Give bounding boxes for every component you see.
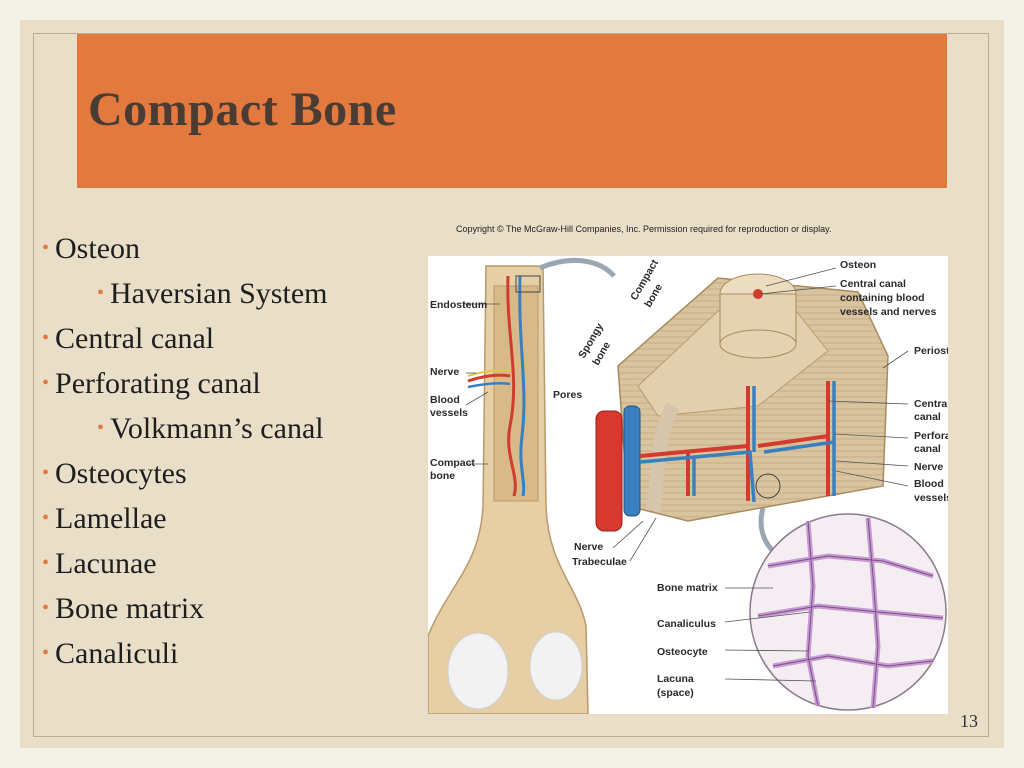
label-osteocyte: Osteocyte bbox=[657, 646, 708, 658]
bullet-text: Perforating canal bbox=[55, 367, 261, 400]
bullet-icon: • bbox=[42, 327, 50, 349]
label-lacuna: Lacuna bbox=[657, 673, 694, 685]
bullet-icon: • bbox=[42, 597, 50, 619]
label-blood-vessels-left: vessels bbox=[430, 407, 468, 419]
bullet-item: •Volkmann’s canal bbox=[42, 408, 422, 453]
copyright-notice: Copyright © The McGraw-Hill Companies, I… bbox=[456, 224, 832, 234]
label-central-canal: Central bbox=[914, 398, 948, 410]
long-bone-illustration bbox=[428, 265, 589, 714]
slide-frame bbox=[33, 33, 989, 737]
bullet-item: •Lacunae bbox=[42, 543, 422, 588]
label-blood-vessels-right: vessels bbox=[914, 492, 948, 504]
title-bar bbox=[77, 34, 947, 188]
label-bone-matrix: Bone matrix bbox=[657, 582, 718, 594]
bullet-icon: • bbox=[97, 417, 105, 439]
bullet-item: •Perforating canal bbox=[42, 363, 422, 408]
bullet-text: Lacunae bbox=[55, 547, 157, 580]
label-central-canal-containing: containing blood bbox=[840, 292, 925, 304]
label-osteon: Osteon bbox=[840, 259, 876, 271]
bullet-text: Osteocytes bbox=[55, 457, 187, 490]
micrograph-circle bbox=[749, 513, 947, 711]
bullet-icon: • bbox=[42, 237, 50, 259]
bullet-text: Osteon bbox=[55, 232, 141, 265]
bullet-icon: • bbox=[97, 282, 105, 304]
label-canaliculus: Canaliculus bbox=[657, 618, 716, 630]
label-central-canal-containing: vessels and nerves bbox=[840, 306, 936, 318]
label-periosteum: Periosteum bbox=[914, 345, 948, 357]
label-trabeculae: Trabeculae bbox=[572, 556, 627, 568]
label-perforating-canal: Perforating bbox=[914, 430, 948, 442]
label-central-canal: canal bbox=[914, 411, 941, 423]
bullet-icon: • bbox=[42, 462, 50, 484]
label-compact-bone-left: Compact bbox=[430, 457, 475, 469]
label-endosteum: Endosteum bbox=[430, 299, 487, 311]
leader-lines bbox=[463, 267, 909, 682]
label-compact-bone-left: bone bbox=[430, 470, 455, 482]
bullet-icon: • bbox=[42, 507, 50, 529]
bullet-text: Lamellae bbox=[55, 502, 167, 535]
label-perforating-canal: canal bbox=[914, 443, 941, 455]
bullet-text: Haversian System bbox=[110, 277, 328, 310]
label-nerve-right: Nerve bbox=[914, 461, 943, 473]
page-number: 13 bbox=[960, 711, 978, 731]
label-nerve-left: Nerve bbox=[430, 366, 459, 378]
bone-diagram: Endosteum Nerve Blood vessels Compact bo… bbox=[428, 256, 948, 714]
bullet-item: •Bone matrix bbox=[42, 588, 422, 633]
bullet-list: •Osteon •Haversian System •Central canal… bbox=[42, 228, 422, 678]
label-central-canal-containing: Central canal bbox=[840, 278, 906, 290]
bullet-icon: • bbox=[42, 372, 50, 394]
bullet-item: •Lamellae bbox=[42, 498, 422, 543]
label-blood-vessels-right: Blood bbox=[914, 478, 944, 490]
bone-diagram-svg: Endosteum Nerve Blood vessels Compact bo… bbox=[428, 257, 948, 714]
label-nerve-bottom: Nerve bbox=[574, 541, 603, 553]
bone-section-illustration bbox=[595, 273, 889, 532]
bullet-item: •Osteocytes bbox=[42, 453, 422, 498]
bullet-item: •Osteon bbox=[42, 228, 422, 273]
bullet-text: Volkmann’s canal bbox=[110, 412, 324, 445]
slide-title: Compact Bone bbox=[88, 83, 397, 136]
label-blood-vessels-left: Blood bbox=[430, 394, 460, 406]
bullet-icon: • bbox=[42, 642, 50, 664]
bullet-item: •Central canal bbox=[42, 318, 422, 363]
bullet-text: Central canal bbox=[55, 322, 215, 355]
bullet-item: •Haversian System bbox=[42, 273, 422, 318]
bullet-item: •Canaliculi bbox=[42, 633, 422, 678]
label-pores: Pores bbox=[553, 389, 582, 401]
bullet-icon: • bbox=[42, 552, 50, 574]
label-lacuna: (space) bbox=[657, 687, 694, 699]
zoom-arrow-top bbox=[539, 257, 616, 278]
zoom-arrow-bottom bbox=[758, 507, 775, 553]
bullet-text: Bone matrix bbox=[55, 592, 205, 625]
bullet-text: Canaliculi bbox=[55, 637, 179, 670]
